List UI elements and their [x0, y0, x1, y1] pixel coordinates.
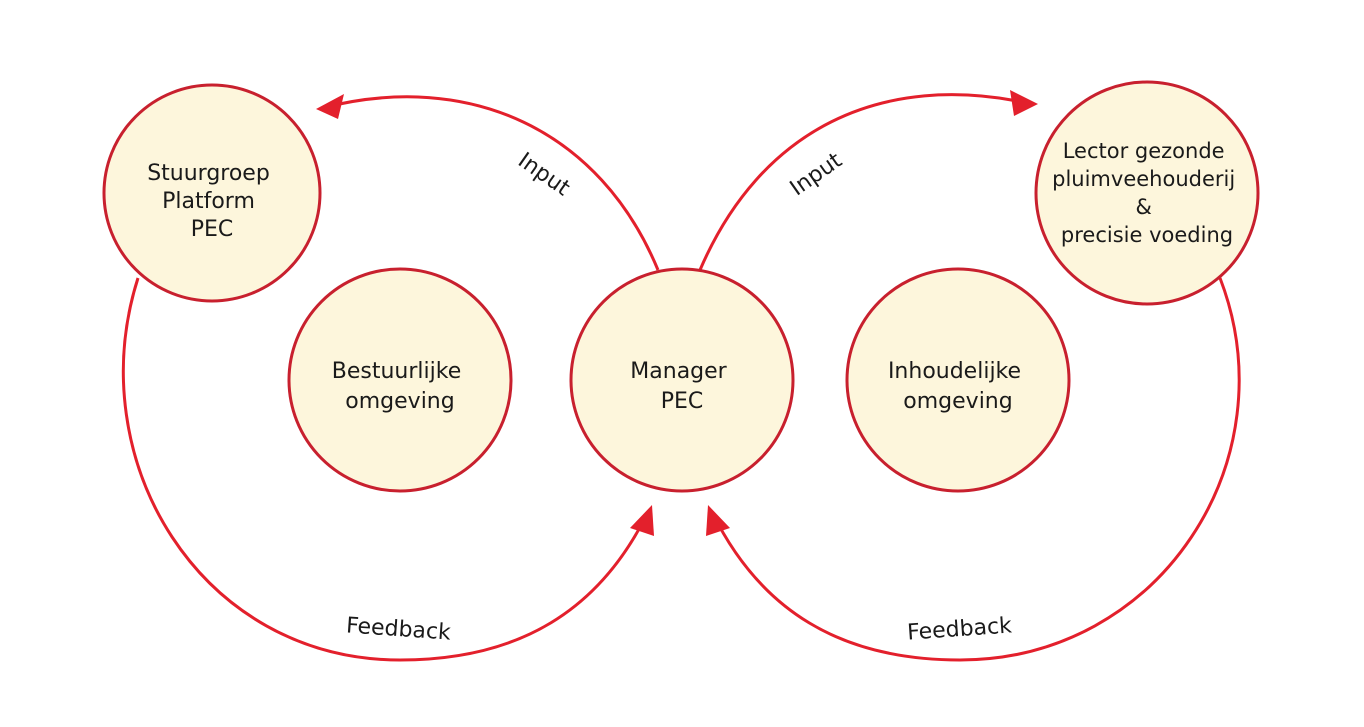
input-arrow-left-head — [316, 94, 344, 119]
node-circle — [1034, 80, 1260, 306]
node-label-line: Stuurgroep — [147, 161, 270, 186]
node-label: Bestuurlijke omgeving — [332, 359, 468, 414]
node-label-line: Lector gezonde — [1063, 139, 1225, 163]
node-label: Lector gezonde pluimveehouderij & precis… — [1052, 139, 1242, 247]
node-label-line: PEC — [191, 217, 234, 242]
input-label-right: Input — [786, 148, 847, 201]
node-label-line: pluimveehouderij — [1052, 167, 1235, 191]
edges — [121, 90, 1241, 662]
node-label: Stuurgroep Platform PEC — [147, 161, 277, 242]
input-arc-right — [698, 93, 1033, 271]
node-lector: Lector gezonde pluimveehouderij & precis… — [1034, 80, 1260, 306]
node-label-line: Platform — [162, 189, 255, 214]
node-manager-pec: Manager PEC — [569, 267, 795, 493]
node-stuurgroep: Stuurgroep Platform PEC — [102, 83, 322, 303]
input-label-left: Input — [513, 148, 574, 201]
node-label-line: omgeving — [345, 389, 454, 414]
node-label-line: & — [1135, 195, 1151, 219]
input-arrow-right-head — [1010, 90, 1038, 116]
node-label-line: precisie voeding — [1061, 223, 1233, 247]
node-inhoudelijke-omgeving: Inhoudelijke omgeving — [845, 267, 1071, 493]
node-label-line: Bestuurlijke — [332, 359, 461, 384]
feedback-arc-left — [121, 277, 650, 662]
node-label-line: Inhoudelijke — [888, 359, 1021, 384]
feedback-label-left: Feedback — [345, 613, 452, 645]
node-label: Inhoudelijke omgeving — [888, 359, 1028, 414]
node-label-line: Manager — [630, 359, 727, 384]
input-arc-left — [321, 95, 660, 271]
node-circle — [102, 83, 322, 303]
node-label: Manager PEC — [630, 359, 733, 414]
node-circle — [845, 267, 1071, 493]
feedback-arrow-right-head — [706, 505, 730, 536]
node-bestuurlijke-omgeving: Bestuurlijke omgeving — [287, 267, 513, 493]
feedback-arc-right — [710, 277, 1241, 662]
node-label-line: omgeving — [903, 389, 1012, 414]
feedback-arrow-left-head — [630, 505, 654, 536]
node-label-line: PEC — [661, 389, 704, 414]
node-circle — [287, 267, 513, 493]
node-circle — [569, 267, 795, 493]
feedback-label-right: Feedback — [906, 613, 1013, 645]
